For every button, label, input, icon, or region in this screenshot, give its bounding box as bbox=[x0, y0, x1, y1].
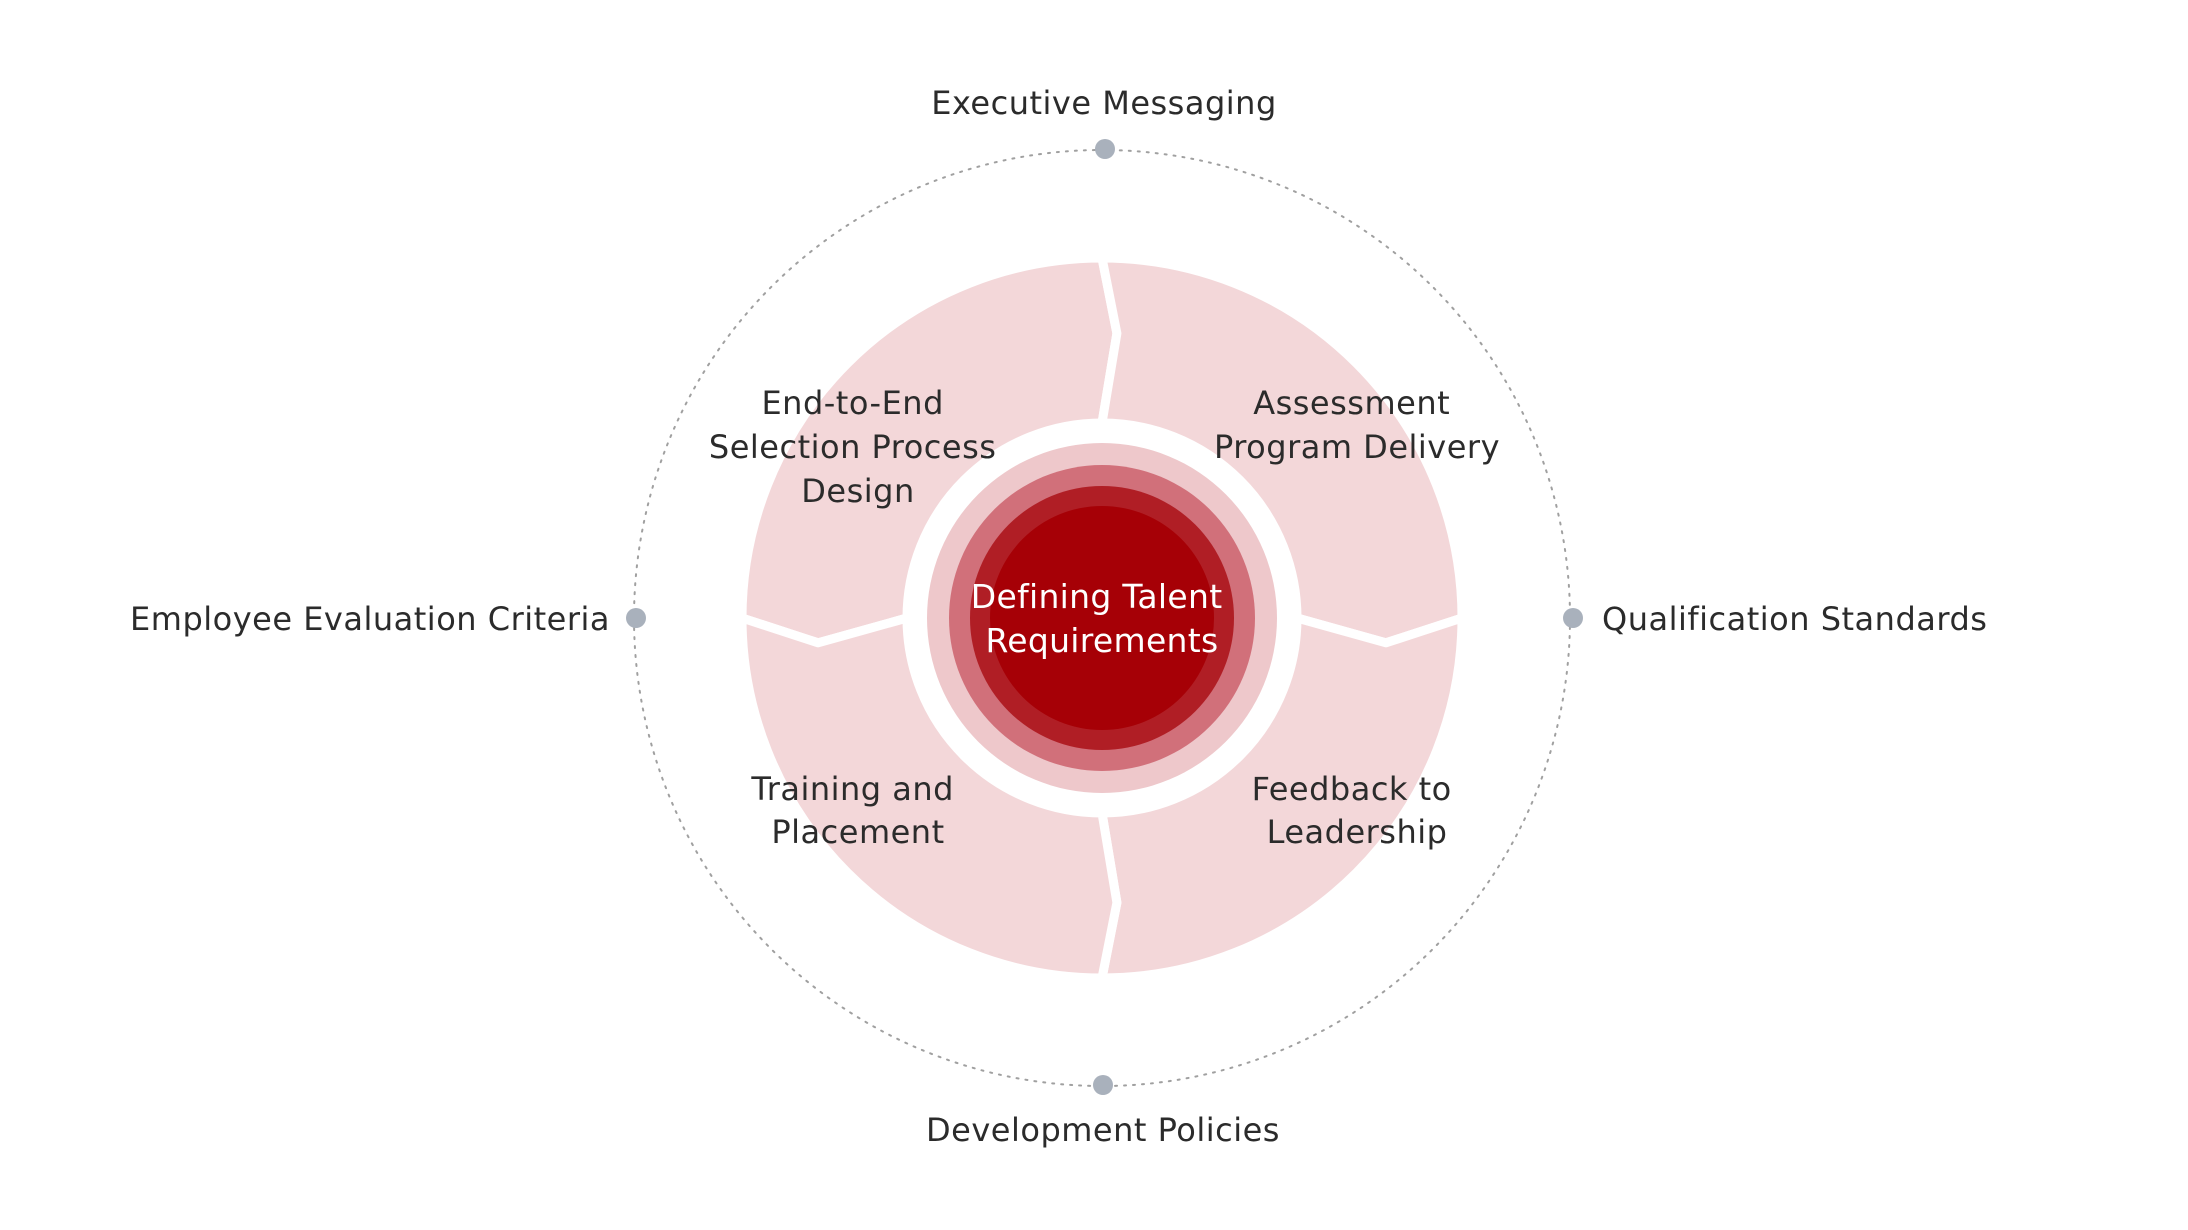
outer-label-bottom: Development Policies bbox=[926, 1111, 1280, 1149]
segment-bottom-left bbox=[737, 613, 1122, 983]
segment-label-bottom-left-line-2: Placement bbox=[771, 813, 944, 851]
segment-label-bottom-left-line-1: Training and bbox=[750, 770, 954, 808]
dot-top bbox=[1095, 139, 1115, 159]
center-hub: Defining Talent Requirements bbox=[927, 443, 1277, 793]
segment-label-bottom-right-line-1: Feedback to bbox=[1252, 770, 1452, 808]
center-title-line-1: Defining Talent bbox=[971, 577, 1223, 616]
outer-label-left: Employee Evaluation Criteria bbox=[130, 600, 610, 638]
segment-label-top-right-line-1: Assessment bbox=[1253, 384, 1450, 422]
segment-label-top-left-line-2: Selection Process bbox=[709, 428, 997, 466]
segment-label-top-left-line-3: Design bbox=[801, 472, 914, 510]
center-title-line-2: Requirements bbox=[985, 621, 1218, 660]
segment-label-top-left: End-to-End Selection Process Design bbox=[709, 384, 1007, 510]
dot-left bbox=[626, 608, 646, 628]
segment-label-top-left-line-1: End-to-End bbox=[761, 384, 943, 422]
segment-label-bottom-right: Feedback to Leadership bbox=[1252, 770, 1463, 851]
segment-bottom-right bbox=[1097, 613, 1467, 983]
dot-right bbox=[1563, 608, 1583, 628]
outer-label-top: Executive Messaging bbox=[931, 84, 1277, 122]
center-core bbox=[990, 506, 1214, 730]
center-title: Defining Talent Requirements bbox=[971, 577, 1233, 660]
outer-label-right: Qualification Standards bbox=[1602, 600, 1987, 638]
segment-label-bottom-left: Training and Placement bbox=[750, 770, 964, 851]
segment-label-top-right: Assessment Program Delivery bbox=[1214, 384, 1500, 466]
dot-bottom bbox=[1093, 1075, 1113, 1095]
segment-label-bottom-right-line-2: Leadership bbox=[1267, 813, 1448, 851]
segment-ring bbox=[737, 253, 1467, 983]
segment-label-top-right-line-2: Program Delivery bbox=[1214, 428, 1500, 466]
segment-top-left bbox=[737, 253, 1122, 648]
segment-top-right bbox=[1097, 253, 1467, 648]
